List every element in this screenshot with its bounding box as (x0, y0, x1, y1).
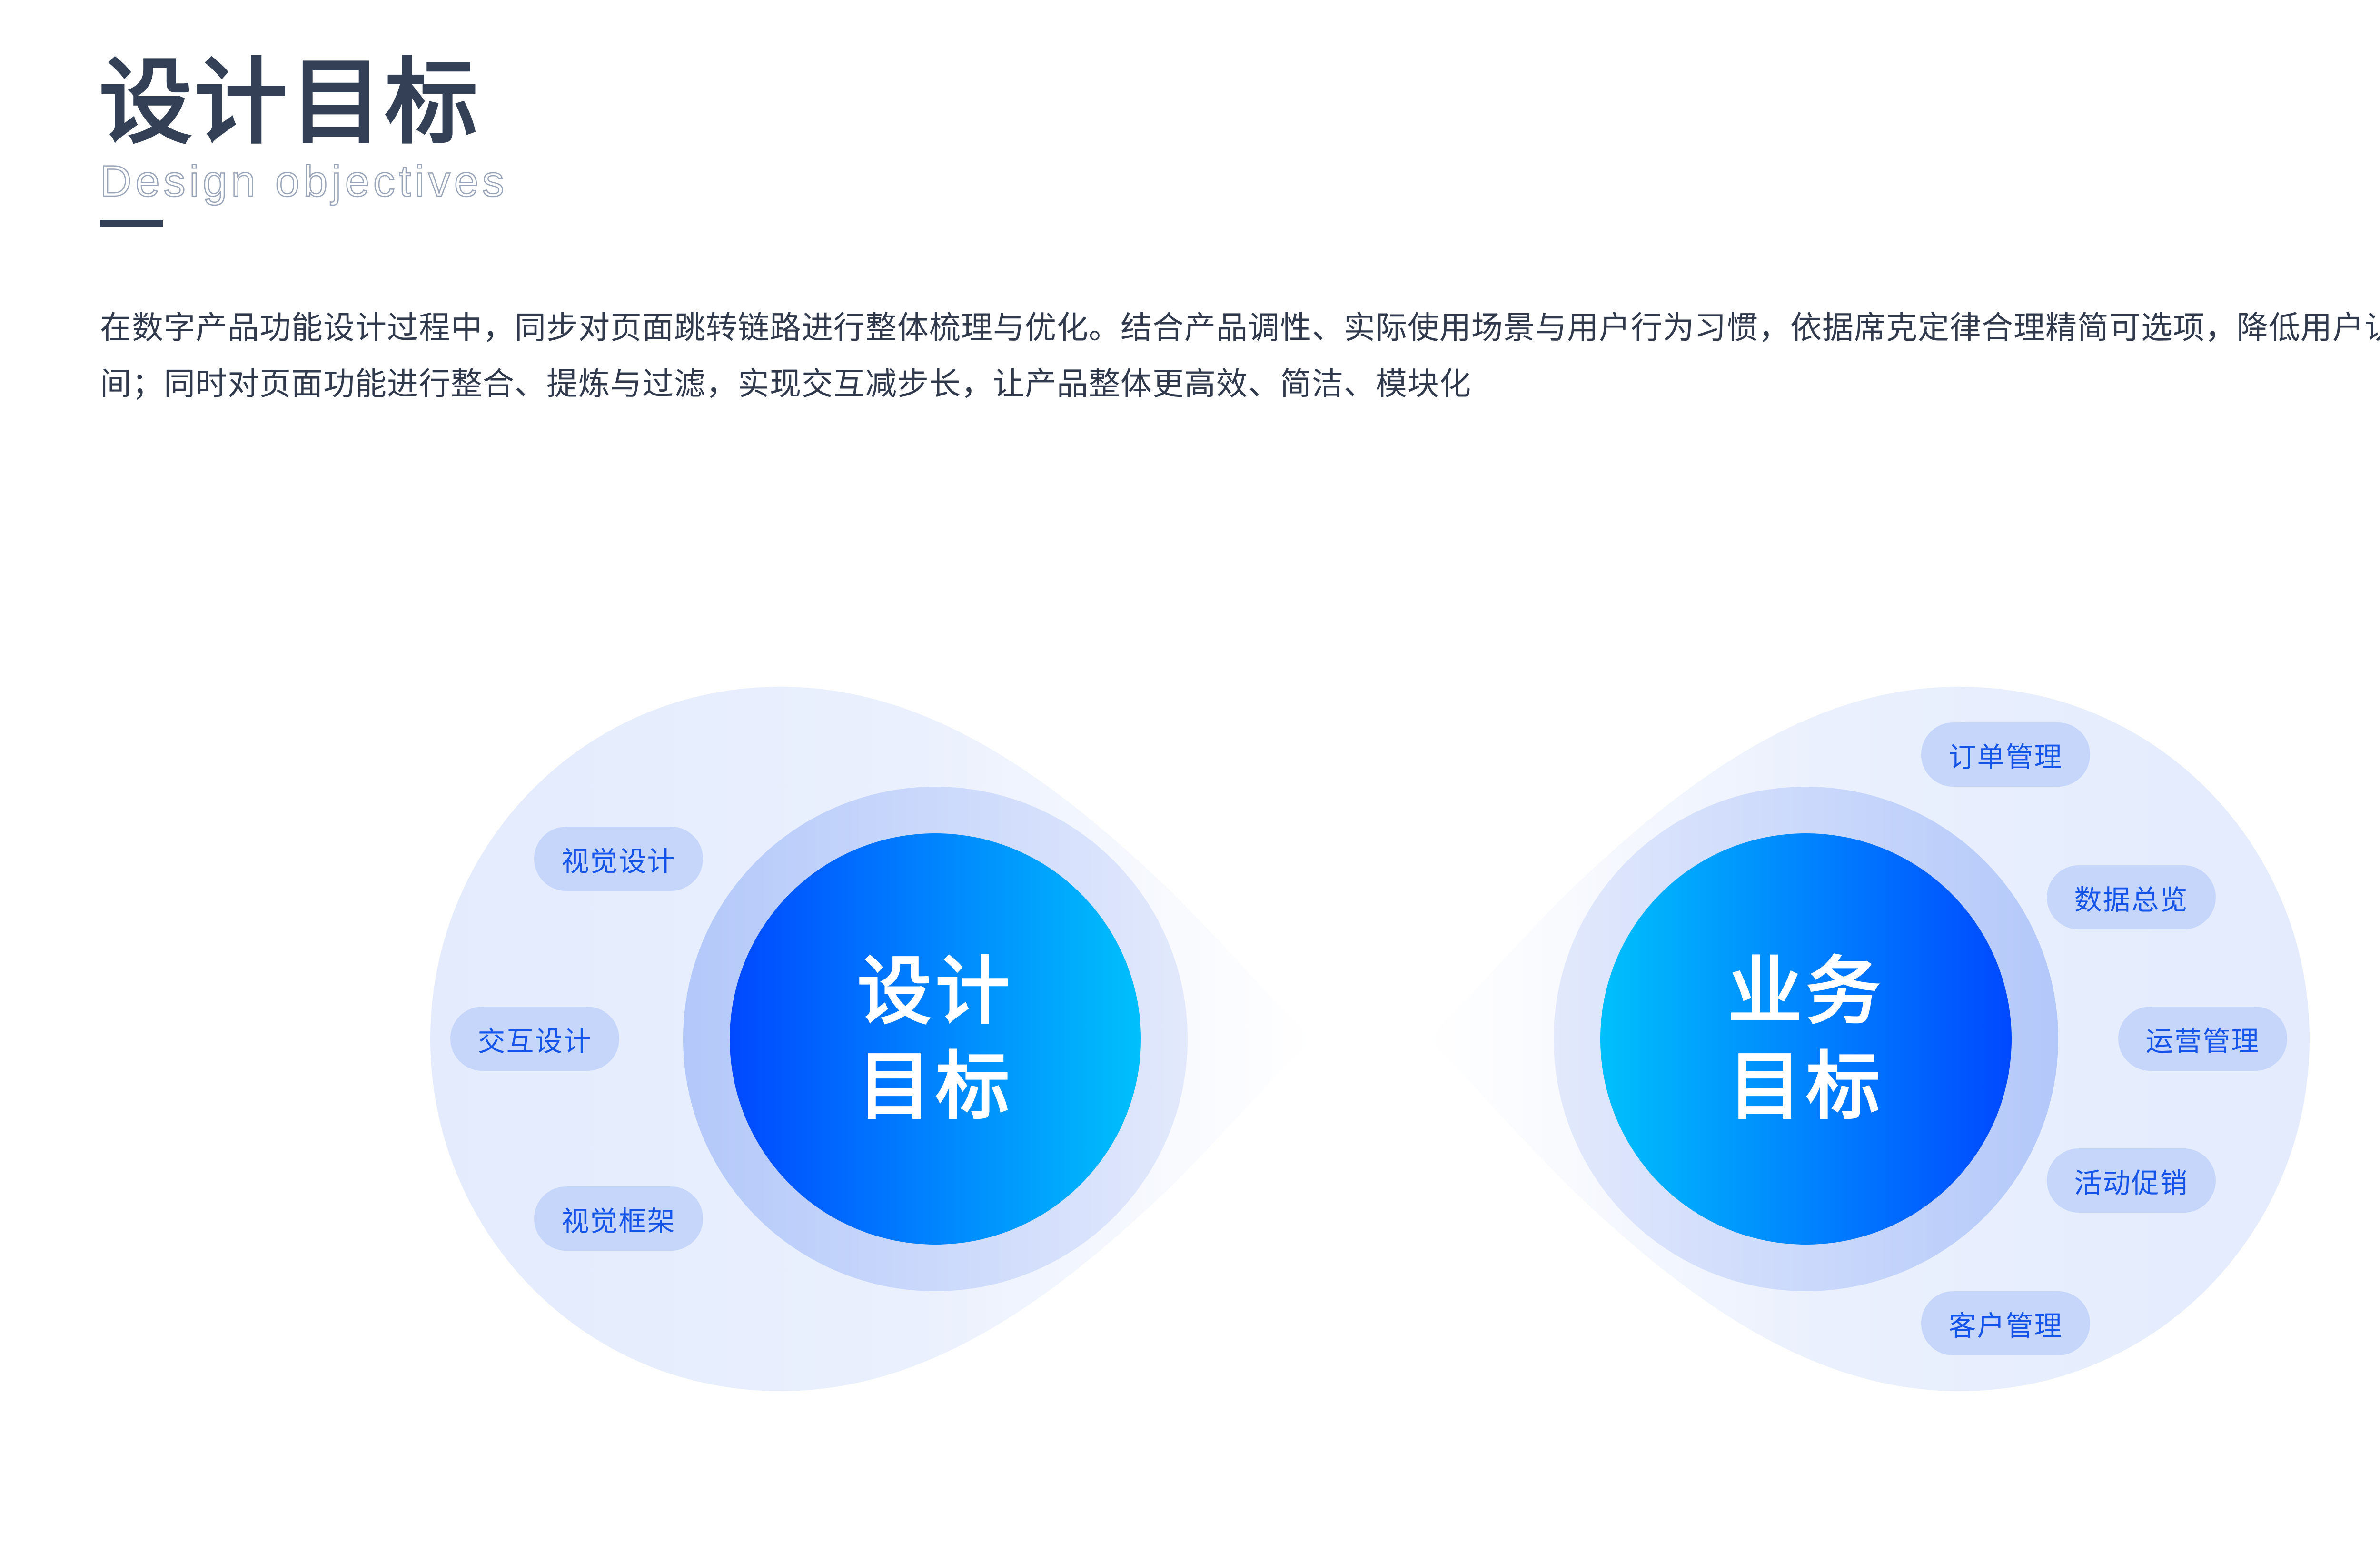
tag-customer-management[interactable]: 客户管理 (1921, 1291, 2090, 1355)
page-subtitle: Design objectives (99, 157, 508, 206)
design-goal-diagram: 设计 目标 视觉设计 交互设计 视觉框架 (428, 687, 1361, 1391)
page-title: 设计目标 (99, 49, 480, 157)
tag-operations-management[interactable]: 运营管理 (2118, 1007, 2287, 1071)
business-goal-label: 业务 目标 (1728, 948, 1884, 1130)
tag-interaction-design[interactable]: 交互设计 (450, 1007, 619, 1071)
business-goal-diagram: 业务 目标 订单管理 数据总览 运营管理 活动促销 客户管理 (1380, 687, 2313, 1391)
title-underline (100, 220, 163, 227)
tag-promotions[interactable]: 活动促销 (2047, 1148, 2216, 1213)
tag-order-management[interactable]: 订单管理 (1921, 722, 2090, 787)
tag-visual-framework[interactable]: 视觉框架 (534, 1186, 703, 1251)
tag-visual-design[interactable]: 视觉设计 (534, 827, 703, 891)
tag-data-overview[interactable]: 数据总览 (2047, 865, 2216, 929)
description-paragraph: 在数字产品功能设计过程中，同步对页面跳转链路进行整体梳理与优化。结合产品调性、实… (100, 309, 2380, 402)
design-goal-label: 设计 目标 (857, 948, 1013, 1130)
